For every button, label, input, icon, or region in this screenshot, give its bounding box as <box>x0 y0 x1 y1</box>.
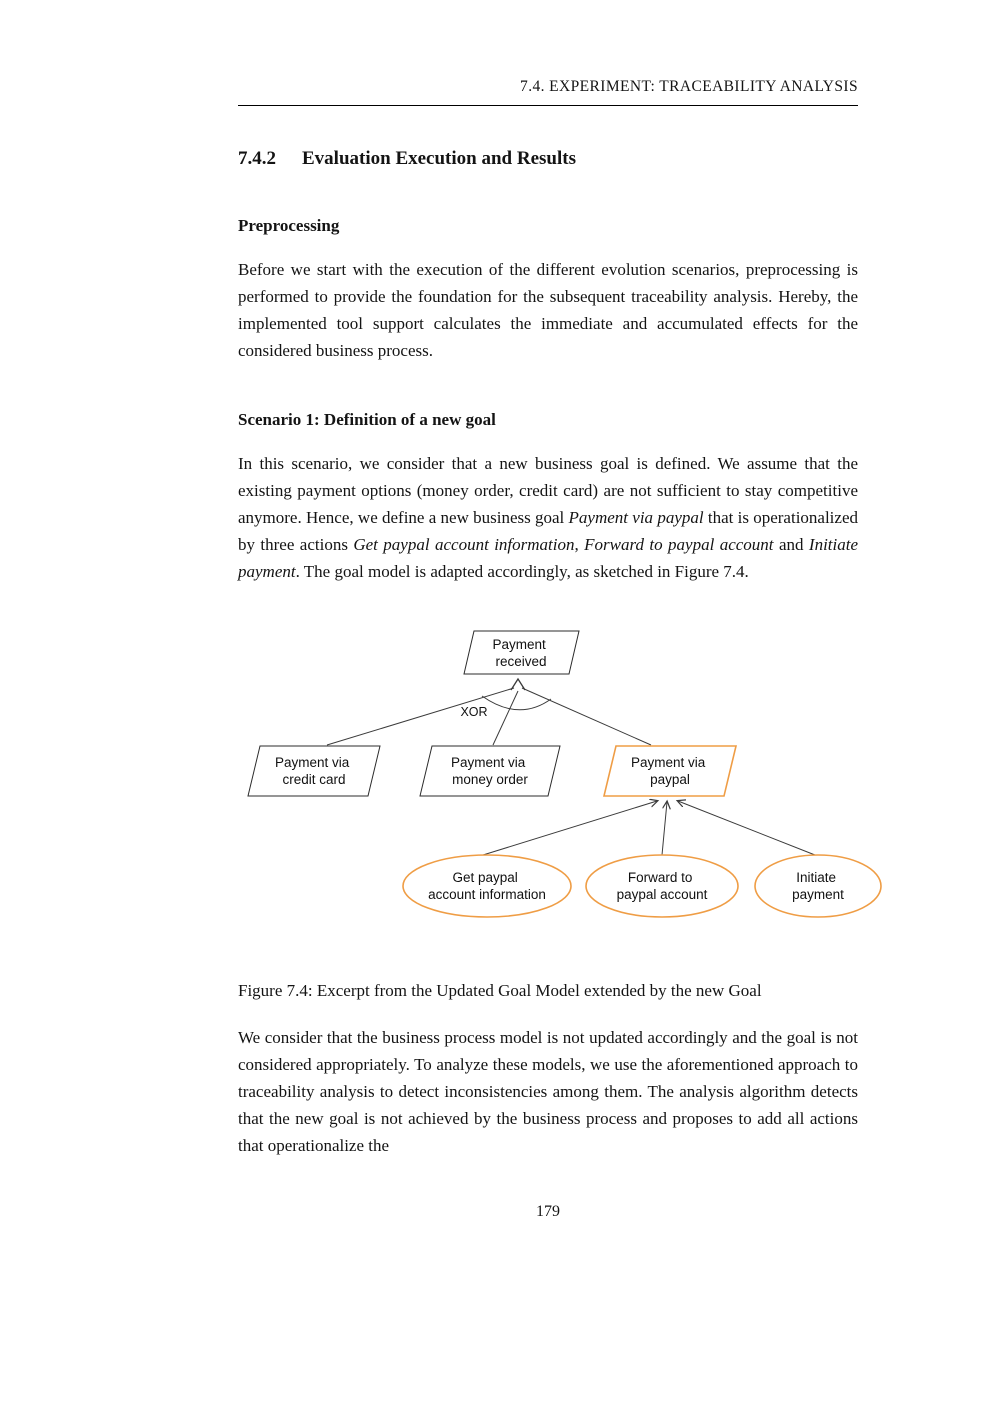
xor-label: XOR <box>460 705 487 719</box>
parallelogram-shape <box>247 745 381 797</box>
edge-credit-card-to-goal <box>326 687 515 746</box>
section-heading: 7.4.2 Evaluation Execution and Results <box>238 148 858 170</box>
section-number: 7.4.2 <box>238 148 276 169</box>
edge-forward-to-paypal <box>661 802 667 856</box>
node-payment-paypal: Payment via paypal <box>602 745 738 797</box>
parallelogram-shape <box>419 745 561 797</box>
arrow-up-icon <box>510 677 526 691</box>
node-label: Get paypal account information <box>428 870 546 902</box>
figure-goal-model: XOR Payment received Payment via credit … <box>230 619 920 931</box>
figure-caption: Figure 7.4: Excerpt from the Updated Goa… <box>238 981 762 1000</box>
goal-model-diagram: XOR Payment received Payment via credit … <box>247 630 882 918</box>
scenario-italic-term: Forward to paypal account <box>584 535 774 554</box>
scenario-text-segment: , <box>574 535 585 554</box>
scenario-text-segment: and <box>773 535 809 554</box>
section-title: Evaluation Execution and Results <box>302 148 576 169</box>
node-get-paypal-account-information: Get paypal account information <box>402 854 572 918</box>
edge-paypal-to-goal <box>521 687 652 746</box>
closing-paragraph: We consider that the business process mo… <box>238 1028 858 1155</box>
scenario-text-segment: . The goal model is adapted accordingly,… <box>295 562 749 581</box>
running-header: 7.4. EXPERIMENT: TRACEABILITY ANALYSIS <box>238 78 858 106</box>
ellipse-shape-highlighted <box>585 854 739 918</box>
preprocessing-heading: Preprocessing <box>238 216 340 235</box>
scenario-text-segment: In this scenario, we consider that a new… <box>238 454 858 527</box>
node-label: Payment via money order <box>451 755 529 787</box>
node-label: Payment via credit card <box>275 755 353 787</box>
scenario-text-segment: that is operationalized by three actions <box>238 508 858 554</box>
node-forward-to-paypal-account: Forward to paypal account <box>585 854 739 918</box>
scenario-paragraph: In this scenario, we consider that a new… <box>238 450 858 585</box>
node-payment-received: Payment received <box>463 630 580 675</box>
preprocessing-paragraph: Before we start with the execution of th… <box>238 260 858 360</box>
node-initiate-payment: Initiate payment <box>754 854 882 918</box>
node-label: Payment received <box>492 637 549 669</box>
scenario-heading: Scenario 1: Definition of a new goal <box>238 410 496 429</box>
scenario-italic-term: Payment via paypal <box>568 508 704 527</box>
scenario-italic-term: Initiate payment <box>238 535 859 581</box>
ellipse-shape-highlighted <box>402 854 572 918</box>
edge-money-order-to-goal <box>492 690 519 746</box>
edge-initiate-to-paypal <box>678 801 816 856</box>
parallelogram-shape-highlighted <box>602 745 738 797</box>
node-payment-money-order: Payment via money order <box>419 745 561 797</box>
edge-get-account-to-paypal <box>482 801 657 856</box>
node-label: Forward to paypal account <box>617 870 708 902</box>
node-label: Payment via paypal <box>631 755 709 787</box>
node-payment-credit-card: Payment via credit card <box>247 745 381 797</box>
page-number: 179 <box>536 1203 560 1220</box>
ellipse-shape-highlighted <box>754 854 882 918</box>
parallelogram-shape <box>463 630 580 675</box>
xor-arc <box>481 695 552 711</box>
node-label: Initiate payment <box>792 870 844 902</box>
scenario-italic-term: Get paypal account information <box>353 535 575 554</box>
